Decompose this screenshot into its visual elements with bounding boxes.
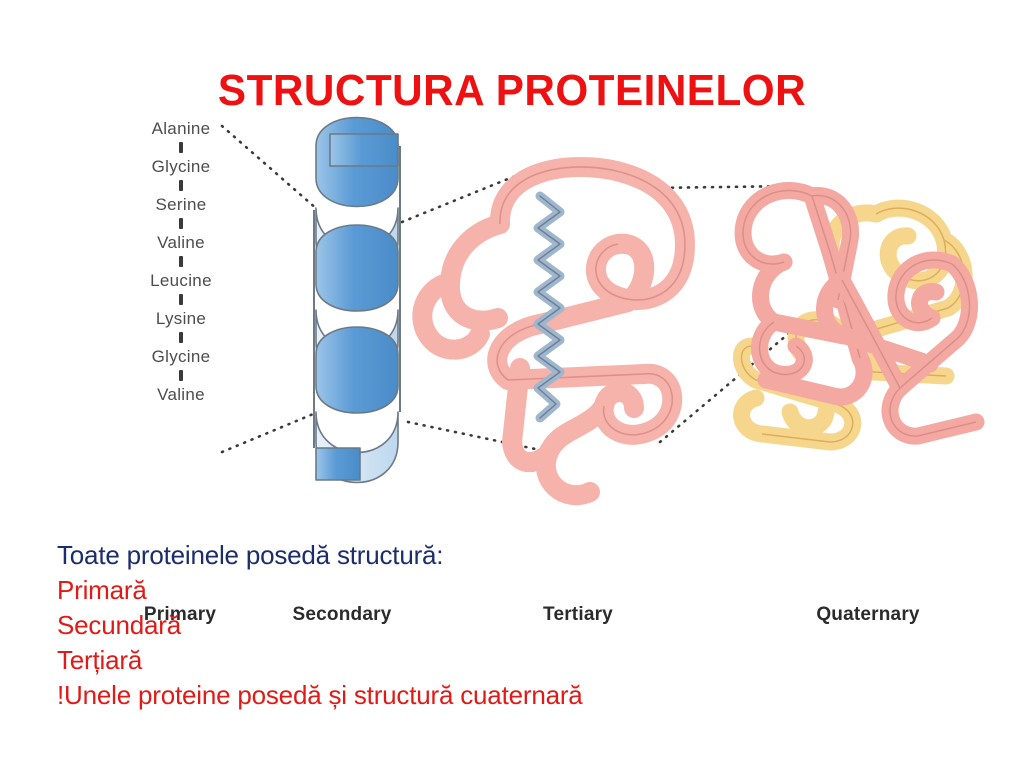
- residue-label: Valine: [157, 385, 205, 404]
- stage-label-primary: Primary: [143, 604, 217, 625]
- subunit-pink-right: [816, 251, 985, 445]
- residue-label: Glycine: [151, 157, 211, 176]
- peptide-bond-icon: [179, 294, 183, 305]
- tertiary-structure-fold: [412, 157, 695, 506]
- peptide-bond-icon: [179, 256, 183, 267]
- residue-label: Leucine: [150, 271, 212, 290]
- peptide-bond-icon: [179, 332, 183, 343]
- peptide-bond-icon: [179, 142, 183, 153]
- tertiary-inner-helix: [533, 191, 565, 423]
- connector-lines-tertiary-to-quaternary: [646, 184, 802, 444]
- residue-label: Glycine: [151, 347, 211, 366]
- stage-label-tertiary: Tertiary: [543, 604, 613, 625]
- body-line: !Unele proteine posedă și structură cuat…: [57, 680, 583, 710]
- residue-label: Serine: [155, 195, 207, 214]
- peptide-bond-icon: [179, 180, 183, 191]
- stage-label-secondary: Secondary: [292, 604, 392, 625]
- peptide-bond-icon: [179, 218, 183, 229]
- residue-label: Alanine: [151, 119, 211, 138]
- body-line: Secundară: [57, 610, 181, 640]
- alpha-helix-secondary-structure: [313, 116, 401, 484]
- body-text-block: Toate proteinele posedă structură: Prima…: [57, 538, 977, 713]
- residue-label: Lysine: [155, 309, 207, 328]
- protein-structure-diagram: Alanine Glycine Serine Valine Leucine Ly…: [0, 112, 1024, 625]
- body-line: Toate proteinele posedă structură:: [57, 540, 444, 570]
- body-line: Terțiară: [57, 645, 143, 675]
- peptide-bond-icon: [179, 370, 183, 381]
- body-line: Primară: [57, 575, 147, 605]
- quaternary-structure-assembly: [733, 182, 985, 451]
- primary-sequence-list: Alanine Glycine Serine Valine Leucine Ly…: [108, 118, 254, 405]
- connector-lines-primary-to-secondary: [220, 124, 320, 454]
- stage-label-quaternary: Quaternary: [816, 604, 920, 625]
- residue-label: Valine: [157, 233, 205, 252]
- page-title: STRUCTURA PROTEINELOR: [217, 66, 807, 115]
- diagram-canvas: [220, 116, 985, 506]
